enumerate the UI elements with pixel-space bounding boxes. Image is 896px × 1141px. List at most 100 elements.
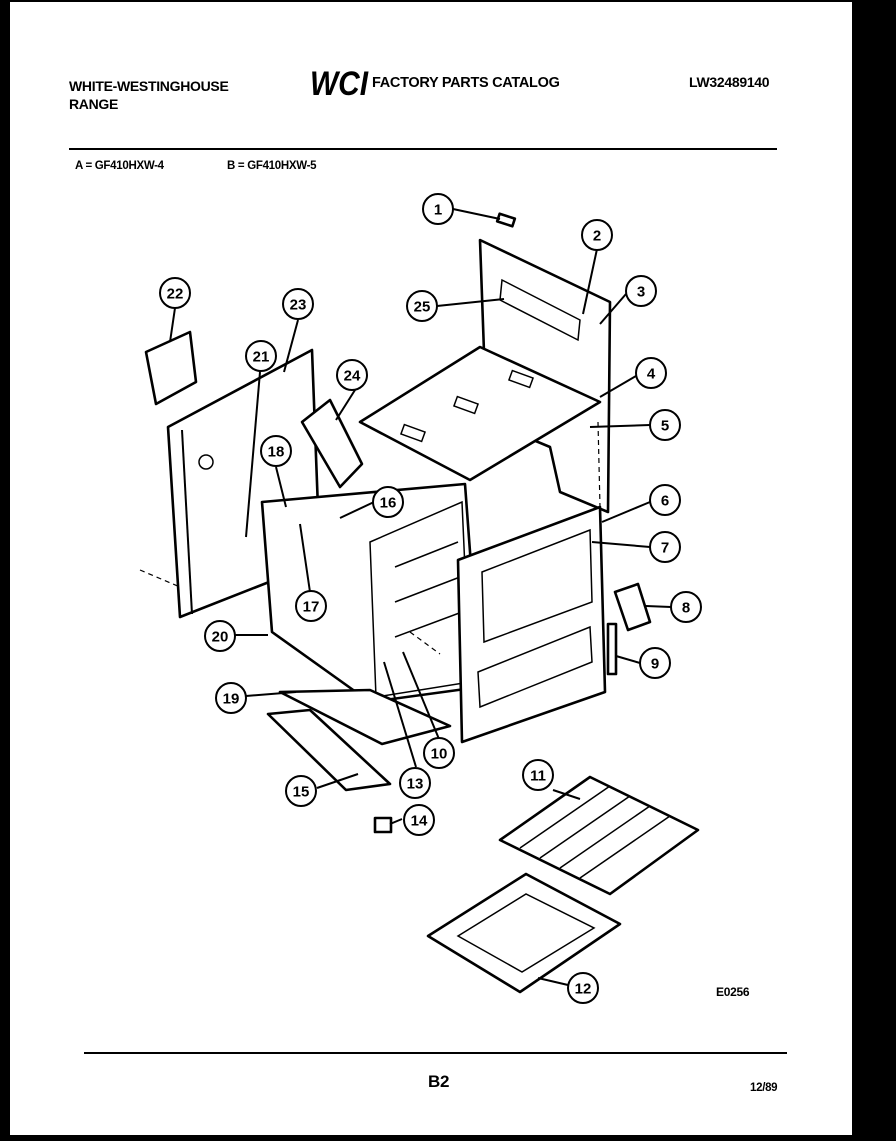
rack-wire-4 — [579, 815, 671, 879]
svg-text:24: 24 — [344, 368, 361, 385]
callout-24: 24 — [336, 359, 368, 391]
svg-text:3: 3 — [637, 284, 645, 301]
leader-12 — [537, 977, 569, 986]
kick-panel — [266, 708, 392, 792]
svg-text:18: 18 — [268, 444, 285, 461]
bracket — [144, 330, 198, 406]
callout-23: 23 — [282, 288, 314, 320]
callout-11: 11 — [522, 759, 554, 791]
callout-7: 7 — [649, 531, 681, 563]
leader-5 — [589, 424, 651, 428]
leader-1 — [452, 208, 501, 220]
leader-18 — [275, 466, 287, 508]
model-a-label: A = GF410HXW-4 — [75, 160, 164, 172]
brand-name: WHITE-WESTINGHOUSE — [69, 78, 229, 94]
callout-13: 13 — [399, 767, 431, 799]
leader-23 — [283, 319, 299, 373]
leader-9 — [615, 655, 641, 664]
oven-rack-guide-2 — [394, 576, 461, 603]
top-panel-cutout-3 — [452, 395, 480, 415]
svg-text:25: 25 — [414, 299, 431, 316]
oven-window — [481, 528, 593, 644]
leveling-leg — [373, 816, 393, 834]
back-panel-vent — [499, 278, 581, 342]
svg-text:17: 17 — [303, 599, 320, 616]
leader-13 — [383, 661, 417, 768]
leader-15 — [316, 773, 359, 789]
svg-text:14: 14 — [411, 813, 428, 830]
exploded-parts-diagram: 1 2 3 4 5 6 7 8 9 10 11 12 13 14 15 16 1… — [139, 193, 702, 1004]
leader-2 — [582, 248, 598, 315]
logo-text: WCI — [310, 65, 369, 100]
svg-text:13: 13 — [407, 776, 424, 793]
leader-lines — [169, 208, 672, 986]
leader-8 — [645, 605, 672, 608]
leader-19 — [245, 691, 297, 697]
page-number: B2 — [428, 1072, 450, 1091]
rack-wire-2 — [539, 795, 631, 859]
svg-text:6: 6 — [661, 493, 669, 510]
burner-assembly — [300, 398, 364, 489]
leader-25 — [436, 298, 505, 307]
broiler-tray — [426, 872, 622, 994]
oven-rack-guide-1 — [394, 541, 459, 568]
svg-text:21: 21 — [253, 349, 270, 366]
top-panel-cutout-2 — [399, 423, 427, 443]
svg-text:9: 9 — [651, 656, 659, 673]
part-drawings — [139, 212, 700, 994]
callout-3: 3 — [625, 275, 657, 307]
svg-text:10: 10 — [431, 746, 448, 763]
model-b-label: B = GF410HXW-5 — [227, 160, 317, 172]
leader-17 — [299, 523, 311, 593]
svg-text:15: 15 — [293, 784, 310, 801]
leader-24 — [335, 389, 356, 421]
wci-logo: WCI — [310, 65, 369, 100]
callout-10: 10 — [423, 737, 455, 769]
svg-text:22: 22 — [167, 286, 184, 303]
leader-16 — [339, 501, 375, 519]
svg-text:5: 5 — [661, 418, 669, 435]
lower-panel-opening — [477, 625, 593, 709]
product-type: RANGE — [69, 96, 119, 112]
assembly-guide-3 — [409, 631, 441, 655]
oven-rack-guide-3 — [394, 611, 463, 638]
leader-3 — [599, 293, 627, 325]
callout-15: 15 — [285, 775, 317, 807]
broiler-pan — [278, 688, 452, 746]
catalog-title: FACTORY PARTS CATALOG — [372, 75, 560, 91]
door-spring — [606, 622, 618, 676]
callout-9: 9 — [639, 647, 671, 679]
callout-14: 14 — [403, 804, 435, 836]
assembly-guide-1 — [139, 569, 181, 588]
side-panel-hole — [198, 454, 214, 470]
callout-17: 17 — [295, 590, 327, 622]
callout-21: 21 — [245, 340, 277, 372]
document-code: LW32489140 — [689, 74, 770, 90]
leader-11 — [552, 789, 581, 800]
oven-cavity — [260, 482, 482, 704]
svg-text:11: 11 — [530, 768, 546, 785]
leader-6 — [601, 501, 651, 523]
callout-16: 16 — [372, 486, 404, 518]
callout-6: 6 — [649, 484, 681, 516]
header-divider — [69, 148, 777, 150]
svg-text:7: 7 — [661, 540, 669, 557]
svg-text:23: 23 — [290, 297, 307, 314]
rack-wire-1 — [519, 785, 611, 849]
top-panel — [358, 345, 602, 482]
callout-5: 5 — [649, 409, 681, 441]
svg-text:20: 20 — [212, 629, 229, 646]
issue-date: 12/89 — [750, 1082, 778, 1094]
leader-14 — [389, 818, 403, 825]
callout-18: 18 — [260, 435, 292, 467]
side-panel-edge — [181, 429, 193, 615]
top-panel-cutout-1 — [507, 369, 535, 389]
svg-text:2: 2 — [593, 228, 601, 245]
rack-wire-3 — [559, 805, 651, 869]
callout-4: 4 — [635, 357, 667, 389]
footer-divider — [84, 1052, 787, 1054]
svg-text:16: 16 — [380, 495, 397, 512]
broiler-tray-inner — [456, 893, 596, 973]
callout-22: 22 — [159, 277, 191, 309]
leader-10 — [402, 651, 440, 740]
